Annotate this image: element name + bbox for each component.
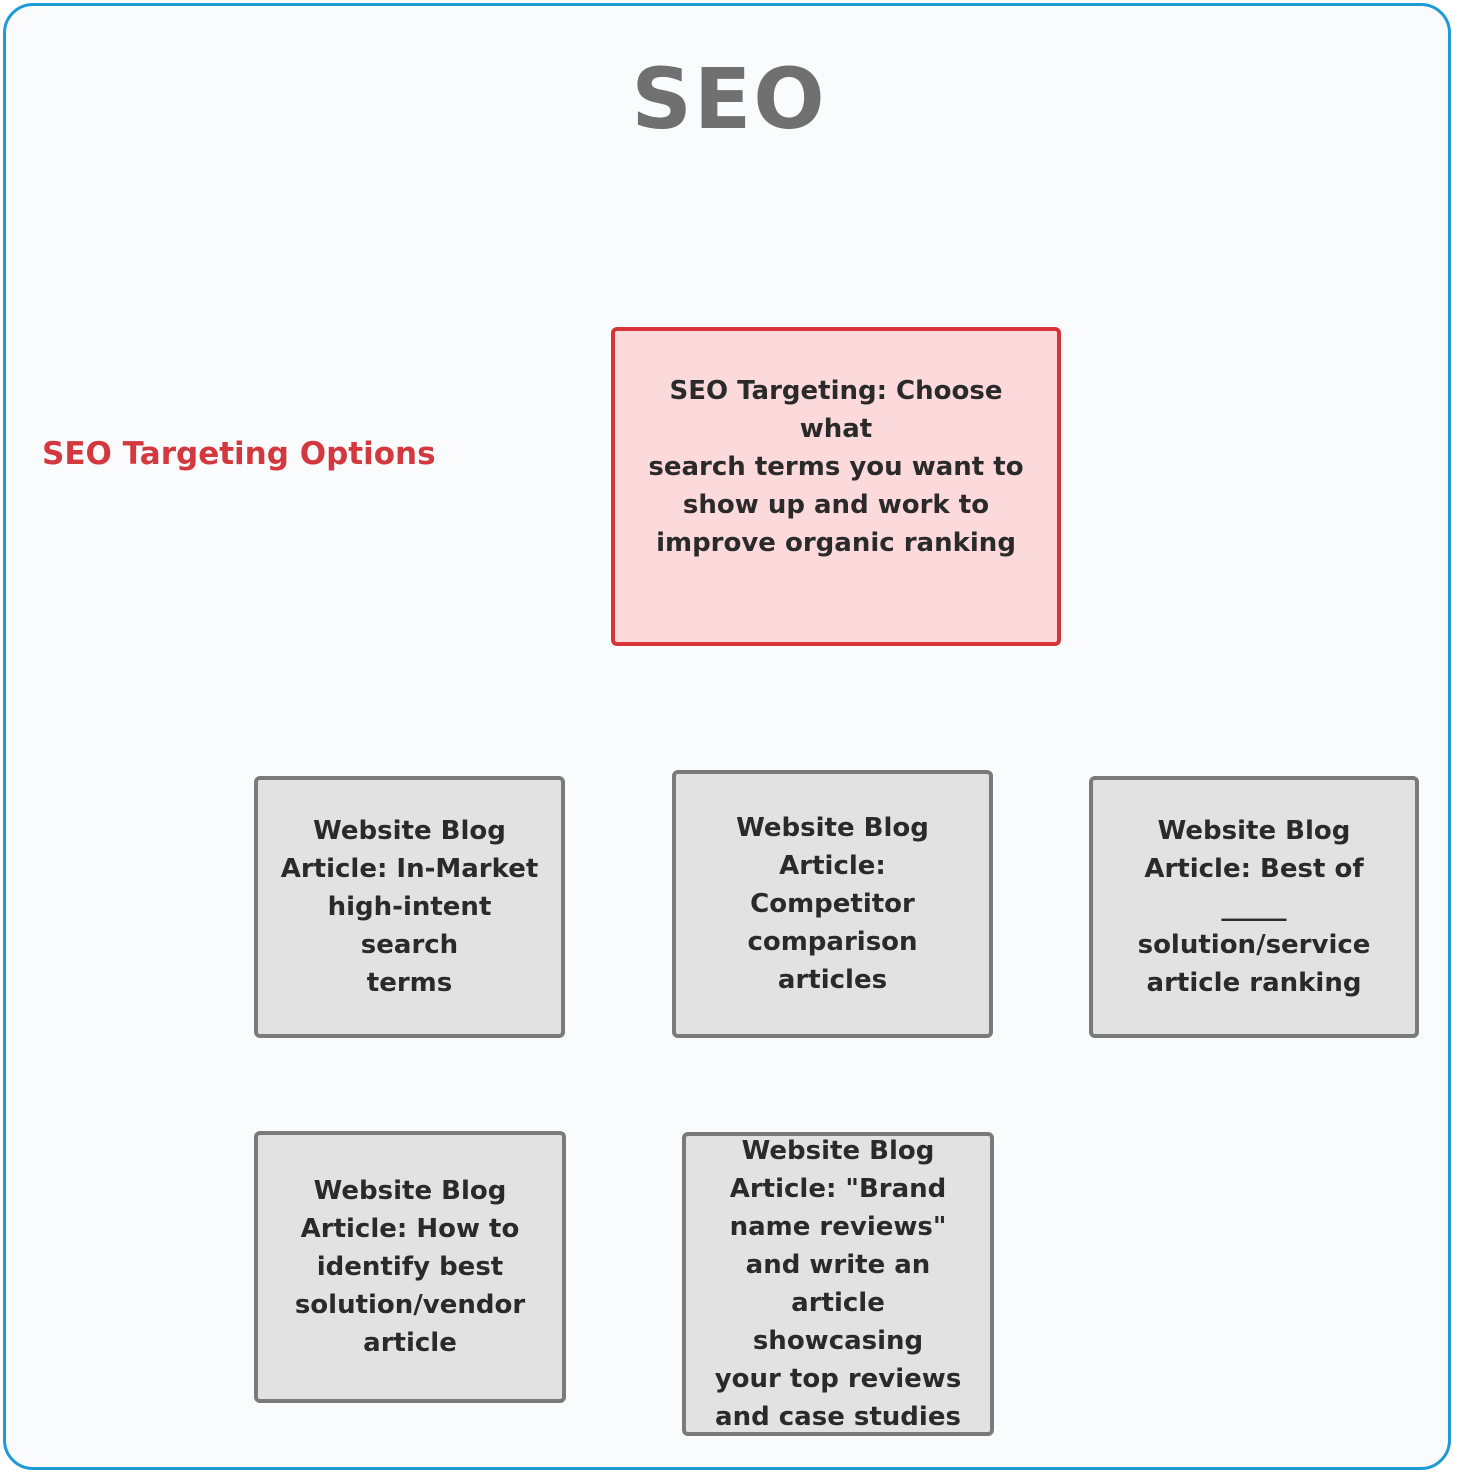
- seo-targeting-options-label: SEO Targeting Options: [42, 436, 436, 472]
- option-node-text: Website Blog Article: In-Market high-int…: [280, 816, 539, 998]
- option-node-text: Website Blog Article: Best of _____ solu…: [1137, 816, 1371, 998]
- option-node-how-to-identify: Website Blog Article: How to identify be…: [254, 1131, 566, 1403]
- diagram-title: SEO: [631, 50, 827, 148]
- seo-targeting-main-node: SEO Targeting: Choose what search terms …: [611, 327, 1061, 646]
- main-node-text: SEO Targeting: Choose what search terms …: [648, 375, 1024, 558]
- option-node-best-of: Website Blog Article: Best of _____ solu…: [1089, 776, 1419, 1038]
- option-node-text: Website Blog Article: "Brand name review…: [714, 1136, 962, 1432]
- option-node-brand-name-reviews: Website Blog Article: "Brand name review…: [682, 1132, 994, 1436]
- option-node-competitor-comparison: Website Blog Article: Competitor compari…: [672, 770, 993, 1038]
- option-node-text: Website Blog Article: Competitor compari…: [736, 813, 929, 995]
- option-node-text: Website Blog Article: How to identify be…: [294, 1176, 526, 1358]
- option-node-in-market: Website Blog Article: In-Market high-int…: [254, 776, 565, 1038]
